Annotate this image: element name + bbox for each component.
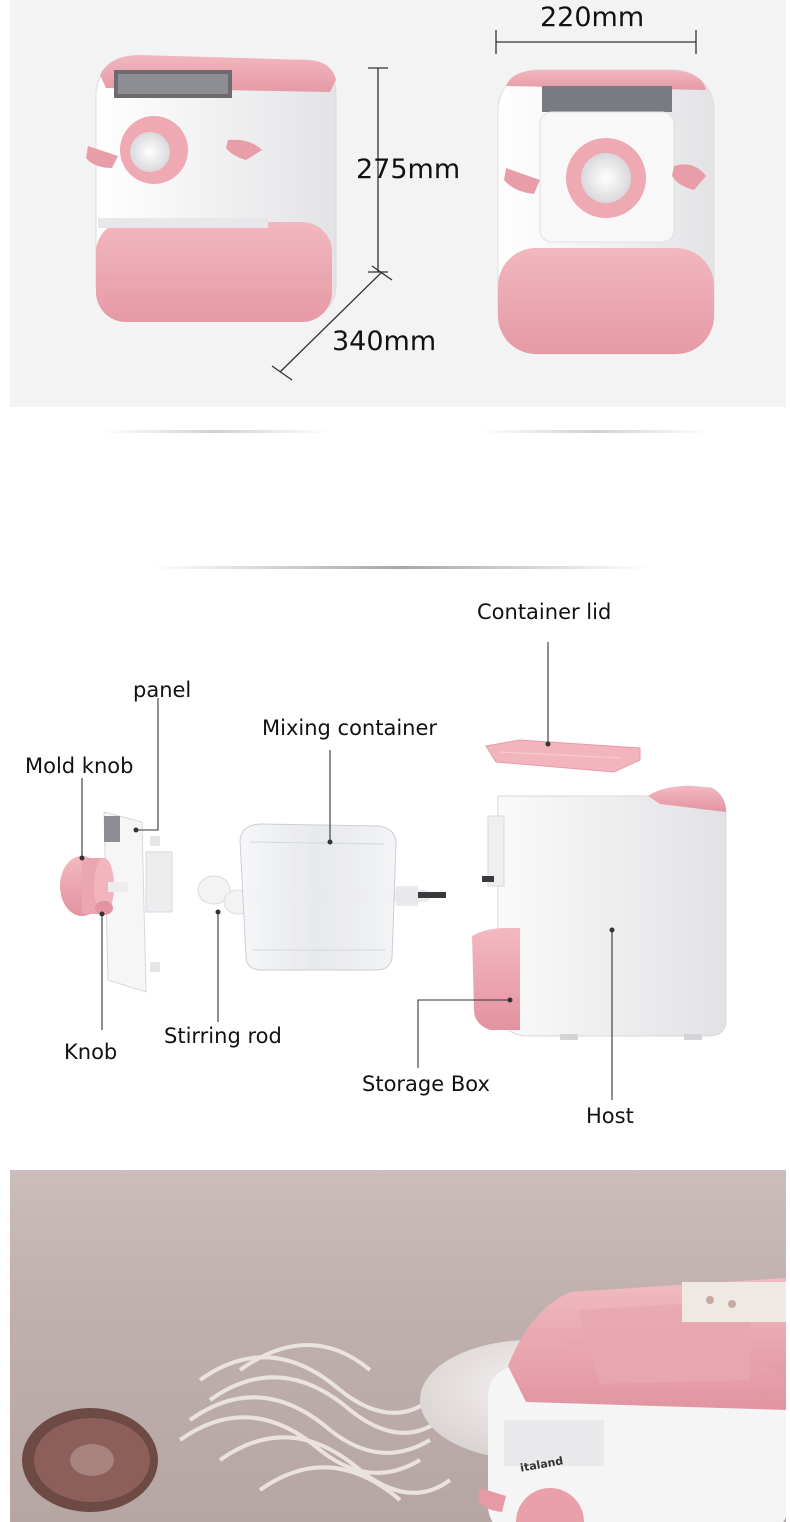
mold-knob-label: Mold knob bbox=[25, 754, 134, 778]
parts-illustration bbox=[60, 642, 727, 1100]
reflection-shadow bbox=[100, 430, 330, 433]
dimensions-panel: 220mm 275mm 340mm bbox=[10, 0, 786, 407]
lifestyle-illustration bbox=[22, 1278, 786, 1522]
panel-label: panel bbox=[133, 678, 192, 702]
mold-knob-part bbox=[60, 856, 128, 916]
mixing-container-label: Mixing container bbox=[262, 716, 438, 740]
tomato-half bbox=[22, 1408, 158, 1512]
leader-dots bbox=[79, 741, 615, 1003]
lifestyle-photo: italand bbox=[10, 1170, 786, 1522]
leader-lines bbox=[81, 642, 613, 1100]
machine-front-view bbox=[497, 69, 715, 355]
dimensions-illustration bbox=[86, 30, 715, 381]
section-divider bbox=[150, 566, 650, 569]
machine-closeup bbox=[478, 1278, 786, 1522]
container-lid-part bbox=[485, 739, 641, 773]
reflection-shadow bbox=[480, 430, 710, 433]
container-lid-label: Container lid bbox=[477, 600, 612, 624]
width-dimension-label: 220mm bbox=[540, 2, 645, 33]
height-dimension-label: 275mm bbox=[356, 154, 461, 185]
noodles bbox=[178, 1343, 452, 1502]
parts-diagram: Container lid panel Mixing container Mol… bbox=[0, 590, 790, 1150]
depth-dimension-label: 340mm bbox=[332, 326, 437, 357]
mixing-container-part bbox=[239, 823, 397, 971]
host-label: Host bbox=[586, 1104, 634, 1128]
dimension-lines bbox=[271, 30, 697, 381]
panel-part bbox=[103, 811, 173, 993]
machine-side-view bbox=[86, 55, 337, 322]
stirring-rod-label: Stirring rod bbox=[164, 1024, 282, 1048]
knob-label: Knob bbox=[64, 1040, 118, 1064]
host-part bbox=[472, 785, 727, 1040]
storage-box-label: Storage Box bbox=[362, 1072, 490, 1096]
